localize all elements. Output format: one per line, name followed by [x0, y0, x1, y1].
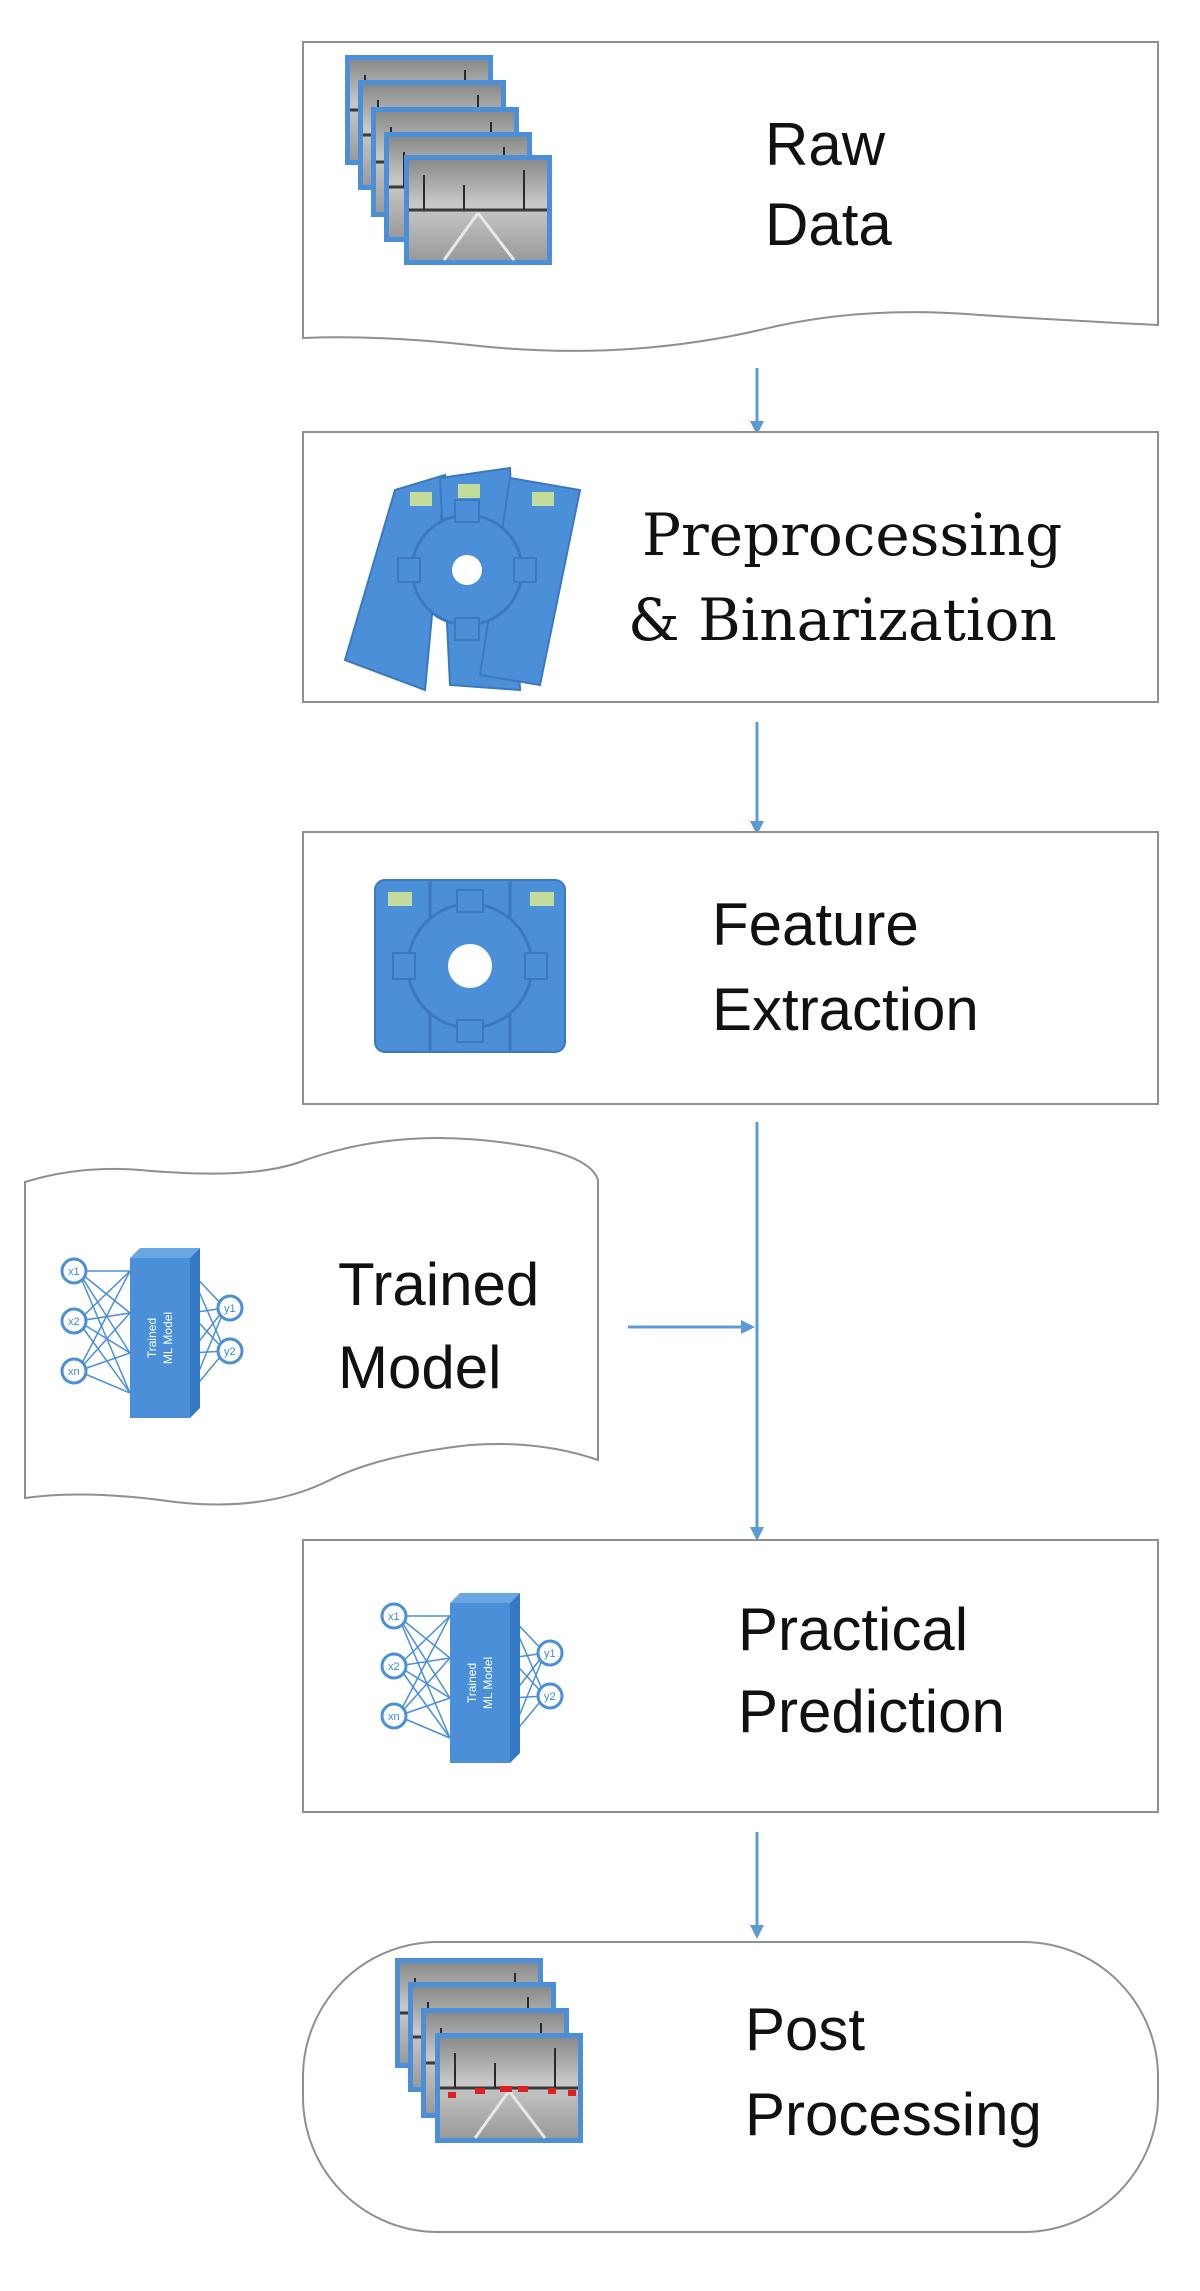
feature-extraction-label-line2: Extraction — [712, 976, 979, 1043]
svg-text:y1: y1 — [224, 1303, 236, 1315]
preprocessing-step: Preprocessing & Binarization — [302, 431, 1159, 703]
svg-text:xn: xn — [388, 1711, 400, 1723]
svg-text:ML Model: ML Model — [161, 1312, 175, 1364]
trained-model-step: x1 x2 xn y1 y2 Trained ML Model Trained … — [24, 1137, 599, 1506]
feature-extraction-label-line1: Feature — [712, 891, 919, 958]
detection-markers — [448, 2086, 576, 2098]
post-processing-label-line1: Post — [745, 1996, 865, 2063]
gear-icon — [343, 466, 582, 692]
svg-text:x2: x2 — [388, 1661, 400, 1673]
raw-data-label-line1: Raw — [765, 111, 886, 178]
image-stack-icon — [393, 1956, 585, 2145]
trained-model-box — [24, 1137, 599, 1506]
svg-text:y1: y1 — [544, 1648, 556, 1660]
svg-text:Trained: Trained — [465, 1663, 479, 1703]
svg-text:x1: x1 — [388, 1611, 400, 1623]
svg-text:Trained: Trained — [145, 1318, 159, 1358]
svg-text:y2: y2 — [224, 1346, 236, 1358]
trained-model-label-line1: Trained — [338, 1251, 539, 1318]
practical-prediction-box — [302, 1539, 1159, 1813]
svg-text:x2: x2 — [68, 1316, 80, 1328]
svg-text:ML Model: ML Model — [481, 1657, 495, 1709]
post-processing-step: Post Processing — [302, 1941, 1159, 2233]
preprocessing-label-line1: Preprocessing — [642, 501, 1062, 569]
raw-data-step: Raw Data — [302, 41, 1159, 352]
feature-extraction-step: Feature Extraction — [302, 831, 1159, 1105]
gear-icon — [374, 879, 566, 1053]
preprocessing-label-line2: & Binarization — [628, 586, 1057, 654]
neural-network-icon: x1 x2 xn y1 y2 Trained ML Model — [60, 1246, 244, 1420]
svg-text:xn: xn — [68, 1366, 80, 1378]
post-processing-label-line2: Processing — [745, 2081, 1042, 2148]
neural-network-icon: x1 x2 xn y1 y2 Trained ML Model — [380, 1591, 564, 1765]
practical-prediction-label-line2: Prediction — [738, 1678, 1005, 1745]
practical-prediction-step: x1 x2 xn y1 y2 Trained ML Model Practica… — [302, 1539, 1159, 1813]
trained-model-label-line2: Model — [338, 1334, 501, 1401]
raw-data-label-line2: Data — [765, 191, 892, 258]
svg-text:y2: y2 — [544, 1691, 556, 1703]
svg-text:x1: x1 — [68, 1266, 80, 1278]
practical-prediction-label-line1: Practical — [738, 1596, 968, 1663]
